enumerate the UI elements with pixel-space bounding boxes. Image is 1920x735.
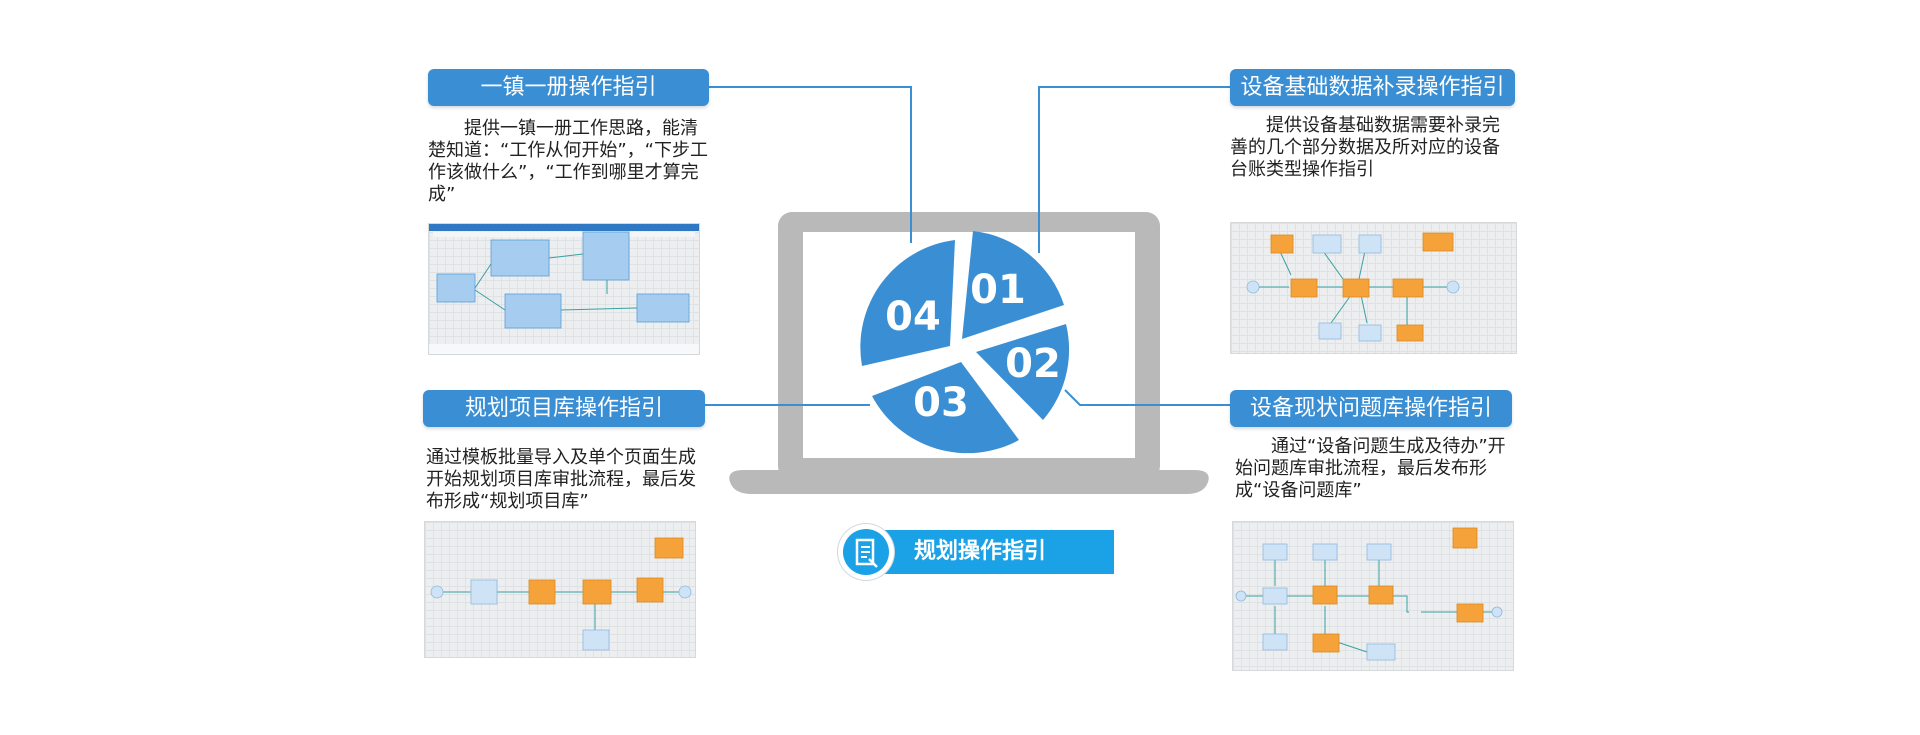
pie-slice-01 [962, 231, 1064, 339]
section-04-screenshot [1230, 222, 1517, 354]
section-03-screenshot [424, 521, 696, 658]
section-02-title: 设备现状问题库操作指引 [1230, 390, 1512, 427]
pie-label-01: 01 [970, 267, 1026, 313]
connector-line-02 [1064, 389, 1230, 406]
section-04-description: 提供设备基础数据需要补录完善的几个部分数据及所对应的设备台账类型操作指引 [1230, 115, 1500, 180]
guide-banner-label: 规划操作指引 [914, 539, 1047, 564]
section-01-description: 提供一镇一册工作思路，能清楚知道：“工作从何开始”，“下步工作该做什么”，“工作… [428, 118, 708, 205]
connector-line-04 [1038, 86, 1230, 253]
section-02-screenshot [1232, 521, 1514, 671]
pie-slice-03 [872, 362, 1019, 454]
section-04-title: 设备基础数据补录操作指引 [1230, 69, 1515, 106]
pie-slice-04 [860, 240, 955, 366]
guide-banner[interactable]: 规划操作指引 [862, 530, 1114, 574]
section-03-description: 通过模板批量导入及单个页面生成开始规划项目库审批流程，最后发布形成“规划项目库” [426, 447, 696, 512]
document-icon [838, 524, 894, 580]
pie-label-03: 03 [913, 380, 969, 426]
connector-line-01 [709, 86, 912, 243]
section-01-screenshot [428, 223, 700, 355]
section-01-title: 一镇一册操作指引 [428, 69, 709, 106]
pie-slice-02 [976, 324, 1070, 420]
section-02-description: 通过“设备问题生成及待办”开始问题库审批流程，最后发布形成“设备问题库” [1235, 436, 1506, 501]
pie-label-04: 04 [885, 294, 941, 340]
section-03-title: 规划项目库操作指引 [423, 390, 705, 427]
laptop-base [729, 470, 1209, 494]
pie-label-02: 02 [1005, 341, 1061, 387]
